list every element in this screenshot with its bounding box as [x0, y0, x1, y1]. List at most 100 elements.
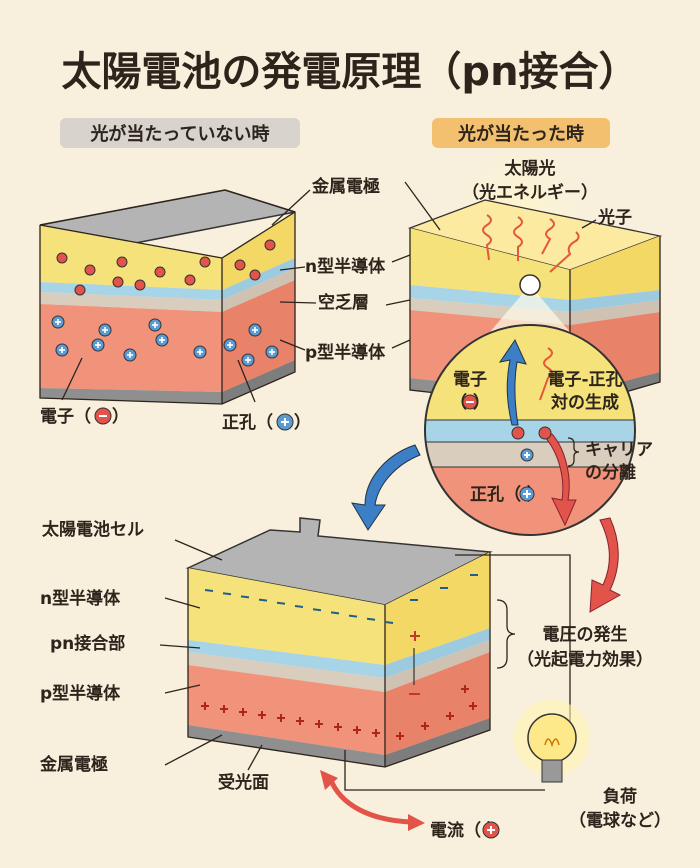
carrier-separation-label: キャリア — [585, 440, 653, 460]
plus-glyph — [159, 337, 165, 343]
positive-charge-mark — [396, 732, 404, 740]
sunlight-sub-label: （光エネルギー） — [462, 182, 598, 203]
plus-glyph — [102, 327, 108, 333]
flow-arrow-blue-icon — [351, 444, 421, 531]
positive-charge-mark — [353, 726, 361, 734]
negative-charge-mark — [312, 608, 322, 612]
left-electron-close: ） — [112, 406, 129, 427]
bottom-electrode-label: 金属電極 — [39, 754, 108, 775]
plus-glyph — [127, 352, 133, 358]
plus-glyph — [227, 342, 233, 348]
electron-icon — [511, 426, 525, 440]
negative-charge-mark — [294, 605, 304, 608]
plus-glyph — [55, 319, 61, 325]
negative-charge-mark — [222, 592, 232, 596]
voltage-sub-label: （光起電力効果） — [517, 649, 653, 670]
plus-glyph — [252, 327, 258, 333]
electron-legend-icon — [94, 407, 112, 425]
hole-icon — [123, 348, 137, 362]
voltage-brace — [496, 599, 516, 669]
voltage-label: 電圧の発生 — [543, 624, 628, 645]
positive-charge-mark — [372, 729, 380, 737]
load-label: 負荷 — [603, 786, 637, 807]
electron-icon — [199, 256, 211, 268]
left-electron-label: 電子（ — [40, 406, 91, 427]
left-hole-close: ） — [294, 412, 311, 433]
hole-icon — [248, 323, 262, 337]
left-electrode-label: 金属電極 — [311, 176, 380, 197]
positive-charge-mark — [239, 708, 247, 716]
left-p-label: p型半導体 — [305, 342, 386, 363]
tab-dark-label: 光が当たっていない時 — [89, 123, 269, 145]
carrier-separation-sub-label: の分離 — [585, 462, 636, 483]
plus-glyph — [152, 322, 158, 328]
hole-icon — [148, 318, 162, 332]
photon-label: 光子 — [597, 207, 632, 228]
positive-charge-mark — [258, 711, 266, 719]
current-plus-icon — [482, 821, 500, 839]
plus-glyph — [59, 347, 65, 353]
negative-charge-mark — [384, 621, 394, 624]
positive-charge-mark — [296, 717, 304, 725]
left-hole-label: 正孔（ — [222, 412, 273, 433]
hole-legend-icon — [276, 413, 294, 431]
hole-icon — [223, 338, 237, 352]
electron-icon — [84, 264, 96, 276]
hole-icon — [241, 353, 255, 367]
negative-charge-mark — [276, 601, 286, 605]
negative-charge-mark — [258, 598, 268, 602]
positive-charge-mark — [334, 723, 342, 731]
hole-icon — [55, 343, 69, 357]
zoom-electron-label: 電子 — [453, 370, 487, 390]
left-cell-block — [39, 189, 296, 405]
positive-charge-mark — [461, 685, 469, 693]
electron-icon — [112, 276, 124, 288]
left-depletion-label: 空乏層 — [318, 292, 369, 313]
voltage-polarity-marks — [409, 631, 420, 695]
hole-legend-icon — [519, 486, 535, 502]
hole-icon — [520, 448, 534, 462]
electron-icon — [56, 252, 68, 264]
electron-icon — [74, 284, 86, 296]
hole-icon — [91, 338, 105, 352]
left-n-label: n型半導体 — [305, 256, 386, 277]
hole-icon — [155, 333, 169, 347]
solar-cell-block — [185, 517, 493, 768]
pair-generation-sub-label: 対の生成 — [550, 392, 619, 413]
negative-charge-mark — [366, 617, 376, 621]
electron-legend-icon — [462, 394, 478, 410]
current-arrow-icon — [327, 777, 411, 825]
electron-icon — [538, 426, 552, 440]
positive-charge-mark — [277, 714, 285, 722]
tab-light — [432, 118, 610, 148]
bottom-n-label: n型半導体 — [40, 588, 121, 609]
negative-charge-mark — [348, 614, 358, 618]
electron-icon — [116, 256, 128, 268]
negative-charge-mark — [204, 589, 214, 592]
electron-icon — [184, 274, 196, 286]
bottom-p-label: p型半導体 — [40, 683, 121, 704]
plus-glyph — [95, 342, 101, 348]
positive-charge-mark — [469, 702, 477, 710]
electron-icon — [154, 266, 166, 278]
negative-charge-mark — [330, 611, 340, 615]
tab-dark — [60, 118, 300, 148]
hole-icon — [265, 345, 279, 359]
plus-glyph — [197, 349, 203, 355]
hole-icon — [193, 345, 207, 359]
pair-generation-label: 電子-正孔 — [547, 370, 622, 390]
electron-arrow-icon — [498, 338, 527, 426]
positive-charge-mark — [446, 712, 454, 720]
plus-glyph — [245, 357, 251, 363]
hole-icon — [98, 323, 112, 337]
plus-glyph — [269, 349, 275, 355]
flow-arrow-red-icon — [589, 517, 622, 613]
electron-icon — [249, 269, 261, 281]
hole-arrow-icon — [544, 433, 577, 527]
positive-charge-mark — [315, 720, 323, 728]
surface-label: 受光面 — [218, 772, 269, 793]
load-sub-label: （電球など） — [569, 810, 671, 831]
light-bulb-icon — [514, 700, 590, 783]
cell-label: 太陽電池セル — [42, 519, 144, 540]
